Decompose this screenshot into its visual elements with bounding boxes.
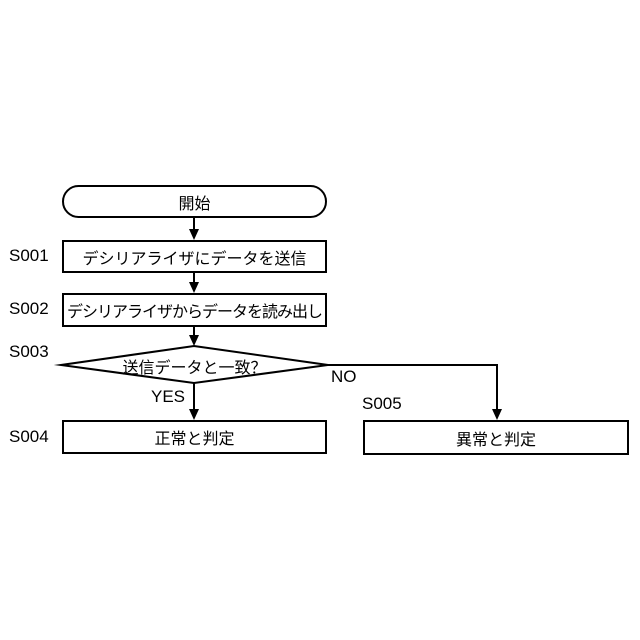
step-label-s002: S002 [9,299,49,318]
no-branch-label: NO [331,367,357,386]
decision-diamond-shape [53,344,336,385]
edge-s001-s002 [189,272,199,293]
edge-s003-s004-yes [189,383,199,420]
process-box-s001: デシリアライザにデータを送信 [62,240,327,273]
process-box-s004-label: 正常と判定 [154,431,235,448]
yes-branch-label: YES [151,387,186,406]
step-label-s004: S004 [9,427,49,446]
step-label-s003: S003 [9,342,49,361]
start-node: 開始 [62,185,327,218]
edge-s003-s005-no [328,364,502,420]
process-box-s004: 正常と判定 [62,420,327,454]
process-box-s001-label: デシリアライザにデータを送信 [82,250,307,268]
edge-start-s001 [189,217,199,240]
start-node-label: 開始 [178,195,211,213]
step-label-s001: S001 [9,246,49,265]
process-box-s002-label: デシリアライザからデータを読み出し [66,304,323,321]
process-box-s005-label: 異常と判定 [455,431,536,449]
arrowhead-icon [189,282,199,293]
step-label-s005: S005 [362,394,402,413]
process-box-s002: デシリアライザからデータを読み出し [62,293,327,327]
process-box-s005: 異常と判定 [363,420,629,455]
arrowhead-icon [189,229,199,240]
arrowhead-icon [189,409,199,420]
edge-s002-s003 [189,327,199,346]
arrowhead-icon [492,409,502,420]
decision-diamond-label: 送信データと一致？ [122,359,267,377]
arrowhead-icon [189,335,199,346]
